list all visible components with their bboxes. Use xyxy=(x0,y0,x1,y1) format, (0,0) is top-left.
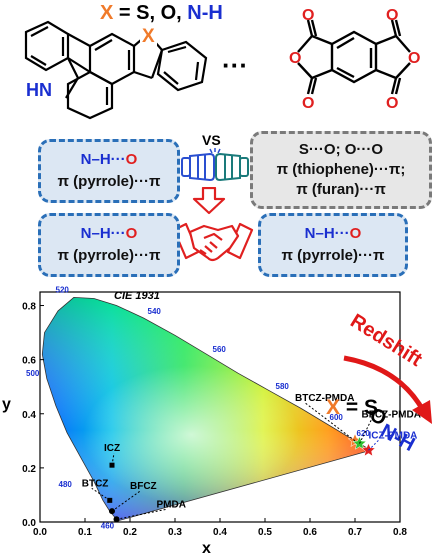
wavelength-label: 460 xyxy=(101,522,115,531)
donor-molecule xyxy=(24,20,208,120)
cie-1931-chart: 0.0 0.1 0.2 0.3 0.4 0.5 0.6 0.7 0.8 0.0 0.2 0.4 0.6 0… xyxy=(22,286,421,538)
data-label-bfcz-pmda: BFCZ-PMDA xyxy=(362,410,421,421)
leader-line xyxy=(359,419,372,444)
o-label: O, xyxy=(160,2,188,24)
leader-line xyxy=(304,402,356,442)
wavelength-label: 480 xyxy=(59,480,73,489)
box-acceptor-bottom: N–H···O π (pyrrole)···π xyxy=(258,213,408,277)
y-tick-label: 0.8 xyxy=(22,302,36,313)
ellipsis: ··· xyxy=(222,50,248,80)
spectral-locus xyxy=(41,296,372,522)
svg-text:O: O xyxy=(289,50,301,67)
y-tick-label: 0.0 xyxy=(22,518,36,529)
box-chalcogen-interactions: S···O; O···O π (thiophene)···π; π (furan… xyxy=(250,131,432,209)
x-tick-label: 0.5 xyxy=(258,527,272,538)
x-tick-label: 0.4 xyxy=(213,527,227,538)
wavelength-label: 540 xyxy=(148,307,162,316)
y-tick-label: 0.6 xyxy=(22,356,36,367)
wavelength-label: 580 xyxy=(276,382,290,391)
data-label-pmda: PMDA xyxy=(157,499,186,510)
xs-annotation: X = S xyxy=(326,396,378,420)
wavelength-label: 560 xyxy=(213,345,227,354)
wavelength-label: 600 xyxy=(330,413,344,422)
down-arrow-icon xyxy=(192,187,226,215)
nh-text: N–H··· xyxy=(304,225,350,242)
s-annotation: S xyxy=(363,396,378,419)
y-axis-label: y xyxy=(2,396,11,413)
x-atom-label: X xyxy=(140,26,157,48)
s-o-o-o-text: S···O; O···O xyxy=(298,141,384,158)
wavelength-label: 520 xyxy=(56,286,70,295)
x-tick-label: 0.8 xyxy=(393,527,407,538)
equals-sign: = xyxy=(113,2,137,24)
pi-pyrrole-text: π (pyrrole)···π xyxy=(281,247,385,264)
x-tick-label: 0.0 xyxy=(33,527,47,538)
data-label-btcz-pmda: BTCZ-PMDA xyxy=(295,393,354,404)
svg-text:O: O xyxy=(302,8,314,24)
x-substituent-legend: X = S, O, N-H xyxy=(100,2,223,25)
o-text: O xyxy=(349,225,362,242)
nh-text: N–H··· xyxy=(80,225,126,242)
hn-atom-label: HN xyxy=(26,80,52,100)
eq-annotation: = xyxy=(340,396,364,419)
x-tick-label: 0.1 xyxy=(78,527,92,538)
x-label: X xyxy=(100,2,114,24)
data-label-icz-pmda: ICZ-PMDA xyxy=(369,430,418,441)
pmda-oxygens: O O O O O O xyxy=(289,8,420,112)
pmda-molecule: O O O O O O xyxy=(289,8,420,112)
x-tick-label: 0.3 xyxy=(168,527,182,538)
chart-title: CIE 1931 xyxy=(114,290,160,302)
o-text: O xyxy=(125,151,138,168)
data-label-bfcz: BFCZ xyxy=(130,481,157,492)
handshake-icon xyxy=(172,222,254,262)
y-tick-label: 0.2 xyxy=(22,464,36,475)
x-annotation: X xyxy=(326,396,341,419)
data-point-pmda xyxy=(113,516,120,523)
data-label-btcz: BTCZ xyxy=(82,478,109,489)
fist-bump-icon xyxy=(181,148,249,182)
svg-text:O: O xyxy=(386,95,398,112)
box-donor-bottom: N–H···O π (pyrrole)···π xyxy=(38,213,180,277)
pi-furan-text: π (furan)···π xyxy=(296,181,386,198)
pi-pyrrole-text: π (pyrrole)···π xyxy=(57,247,161,264)
o-text: O xyxy=(125,225,138,242)
x-tick-label: 0.6 xyxy=(303,527,317,538)
svg-text:O: O xyxy=(386,8,398,24)
x-axis-label: x xyxy=(202,540,211,557)
wavelength-label: 620 xyxy=(357,429,371,438)
nh-text: N–H··· xyxy=(80,151,126,168)
wavelength-label: 500 xyxy=(26,369,40,378)
s-label: S, xyxy=(136,2,161,24)
data-label-icz: ICZ xyxy=(104,443,120,454)
nh-label: N-H xyxy=(187,2,223,24)
leader-line xyxy=(111,490,141,512)
svg-text:O: O xyxy=(408,50,420,67)
x-tick-label: 0.7 xyxy=(348,527,362,538)
redshift-arrow-icon xyxy=(343,355,432,424)
x-tick-label: 0.2 xyxy=(123,527,137,538)
box-donor-top: N–H···O π (pyrrole)···π xyxy=(38,139,180,203)
vs-label: VS xyxy=(202,132,221,148)
pi-pyrrole-text: π (pyrrole)···π xyxy=(57,173,161,190)
leader-line xyxy=(116,508,167,520)
svg-text:O: O xyxy=(302,95,314,112)
pi-thiophene-text: π (thiophene)···π; xyxy=(276,161,406,178)
y-tick-label: 0.4 xyxy=(22,410,36,421)
